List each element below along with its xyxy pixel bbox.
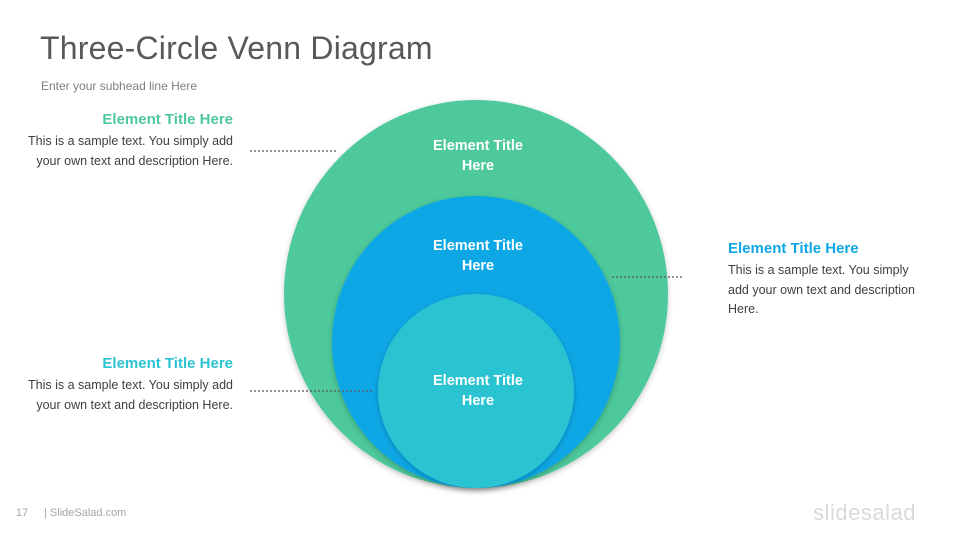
page-number: 17: [16, 507, 29, 519]
callout-top-left: Element Title Here This is a sample text…: [13, 111, 233, 171]
callout-title: Element Title Here: [728, 240, 859, 257]
footer-site: | SlideSalad.com: [44, 507, 127, 519]
callout-body: This is a sample text. You simply add yo…: [28, 378, 233, 412]
callout-right: Element Title Here This is a sample text…: [728, 240, 918, 320]
slide-subtitle: Enter your subhead line Here: [41, 79, 198, 93]
callout-bottom-left: Element Title Here This is a sample text…: [13, 355, 233, 415]
inner-circle-label: Element Title Here: [433, 373, 523, 409]
brand-logo: slidesalad: [813, 500, 916, 525]
callout-title: Element Title Here: [102, 111, 233, 128]
callout-body: This is a sample text. You simply add yo…: [28, 134, 233, 168]
slide-title: Three-Circle Venn Diagram: [40, 30, 433, 66]
outer-circle-label: Element Title Here: [433, 138, 523, 174]
callout-title: Element Title Here: [102, 355, 233, 372]
middle-circle-label: Element Title Here: [433, 238, 523, 274]
inner-circle: [378, 294, 574, 488]
callout-body: This is a sample text. You simply add yo…: [728, 263, 915, 316]
